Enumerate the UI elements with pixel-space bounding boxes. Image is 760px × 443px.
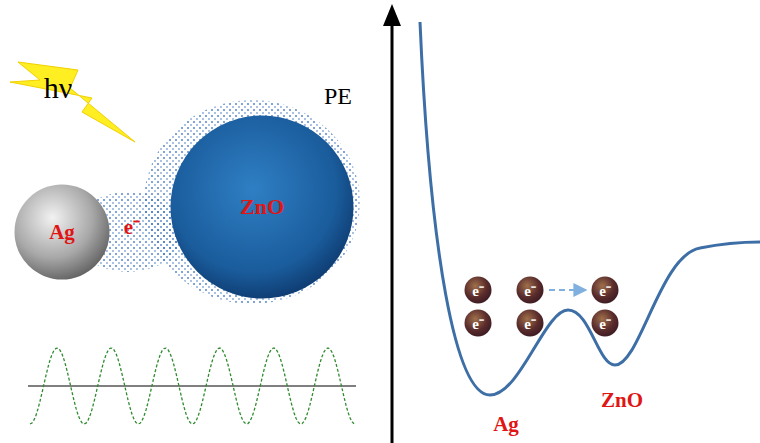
photon-label: hν — [44, 71, 73, 105]
node-label: Ag — [49, 220, 75, 245]
electron: e⁻ — [591, 309, 619, 337]
node-label: e⁻ — [599, 313, 611, 333]
electron-label: e⁻ — [124, 212, 140, 240]
axis — [391, 22, 394, 443]
electron: e⁻ — [464, 276, 492, 304]
light-wave — [30, 348, 354, 424]
electron-cloud — [144, 100, 360, 304]
baseline — [28, 386, 356, 387]
axis-arrowhead — [383, 4, 401, 26]
node-shape — [465, 277, 492, 304]
node-label: e⁻ — [524, 280, 536, 300]
silver-particle: Ag — [14, 184, 110, 280]
transfer-arrow — [549, 289, 586, 291]
potential-curve — [420, 22, 760, 395]
node-shape — [171, 116, 354, 299]
node-label: e⁻ — [472, 313, 484, 333]
electron: e⁻ — [591, 276, 619, 304]
node-shape — [517, 277, 544, 304]
zno-particle: ZnO — [170, 115, 354, 299]
well-label: ZnO — [601, 388, 643, 413]
node-shape — [517, 310, 544, 337]
electron: e⁻ — [464, 309, 492, 337]
node-shape — [15, 185, 110, 280]
light-bolt — [10, 62, 135, 142]
node-shape — [465, 310, 492, 337]
electron: e⁻ — [516, 276, 544, 304]
axis-label: PE — [324, 83, 352, 110]
node-shape — [592, 310, 619, 337]
electron: e⁻ — [516, 309, 544, 337]
node-label: e⁻ — [524, 313, 536, 333]
node-label: e⁻ — [472, 280, 484, 300]
well-label: Ag — [493, 412, 519, 437]
node-label: ZnO — [240, 194, 284, 220]
node-shape — [592, 277, 619, 304]
node-label: e⁻ — [599, 280, 611, 300]
